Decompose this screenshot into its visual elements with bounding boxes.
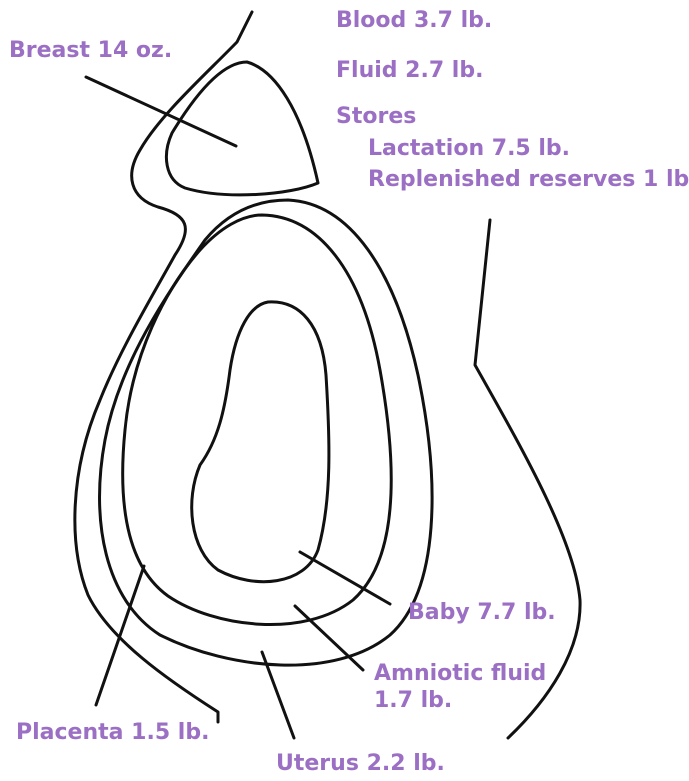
uterus-label: Uterus 2.2 lb. [276,751,445,777]
replenished-reserves-label: Replenished reserves 1 lb. [368,167,689,193]
placenta-label: Placenta 1.5 lb. [16,720,209,746]
placenta-leader-line [96,566,144,705]
blood-label: Blood 3.7 lb. [336,8,492,34]
breast-leader-line [86,77,236,146]
baby-label: Baby 7.7 lb. [408,600,556,626]
uterus-outer-wall [100,200,433,665]
fluid-label: Fluid 2.7 lb. [336,58,483,84]
baby-shape [192,302,329,582]
lactation-label: Lactation 7.5 lb. [368,136,570,162]
breast-shape [166,62,318,195]
amniotic-fluid-label: Amniotic fluid [374,661,546,687]
baby-leader-line [300,552,390,604]
amniotic-fluid-amount: 1.7 lb. [374,688,452,714]
stores-label: Stores [336,104,416,130]
breast-label: Breast 14 oz. [9,38,172,64]
body-front-outline [75,12,252,722]
